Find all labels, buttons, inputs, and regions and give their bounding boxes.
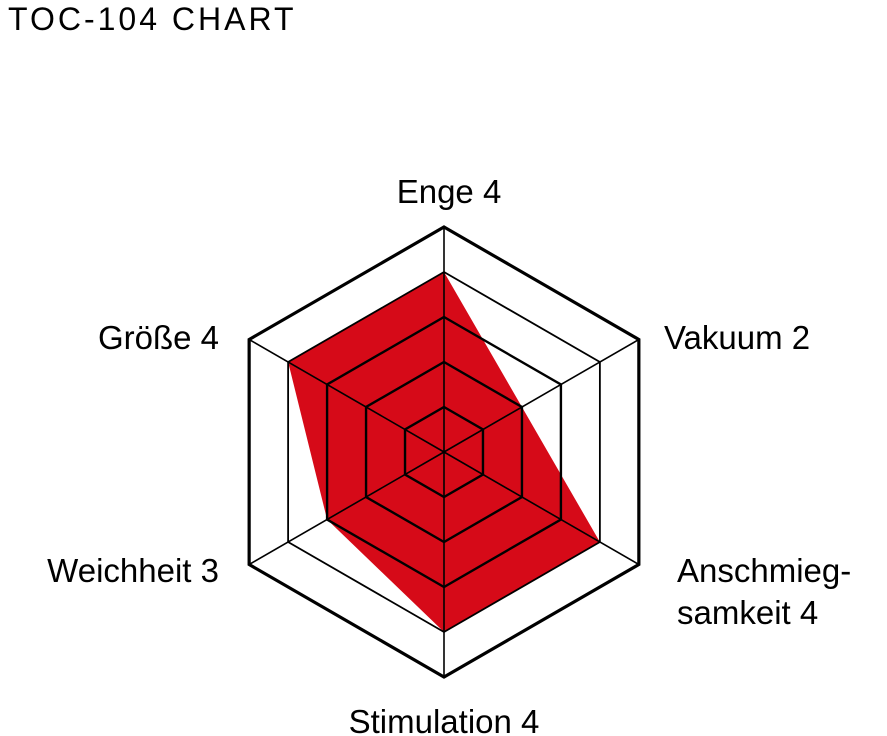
axis-label-anschmiegsamkeit-1: Anschmieg-: [677, 552, 851, 589]
axis-label-enge: Enge 4: [397, 173, 502, 210]
axis-label-anschmiegsamkeit-2: samkeit 4: [677, 594, 818, 631]
axis-label-weichheit: Weichheit 3: [47, 552, 219, 589]
axis-label-stimulation: Stimulation 4: [349, 703, 540, 736]
axis-spoke: [443, 338, 640, 453]
axis-spoke: [248, 451, 445, 566]
axis-spoke: [443, 451, 640, 566]
axis-label-vakuum: Vakuum 2: [664, 319, 810, 356]
axis-label-groesse: Größe 4: [98, 319, 219, 356]
radar-grid: [247, 225, 641, 679]
chart-title: TOC-104 CHART: [8, 1, 297, 37]
axis-spoke: [248, 338, 445, 453]
